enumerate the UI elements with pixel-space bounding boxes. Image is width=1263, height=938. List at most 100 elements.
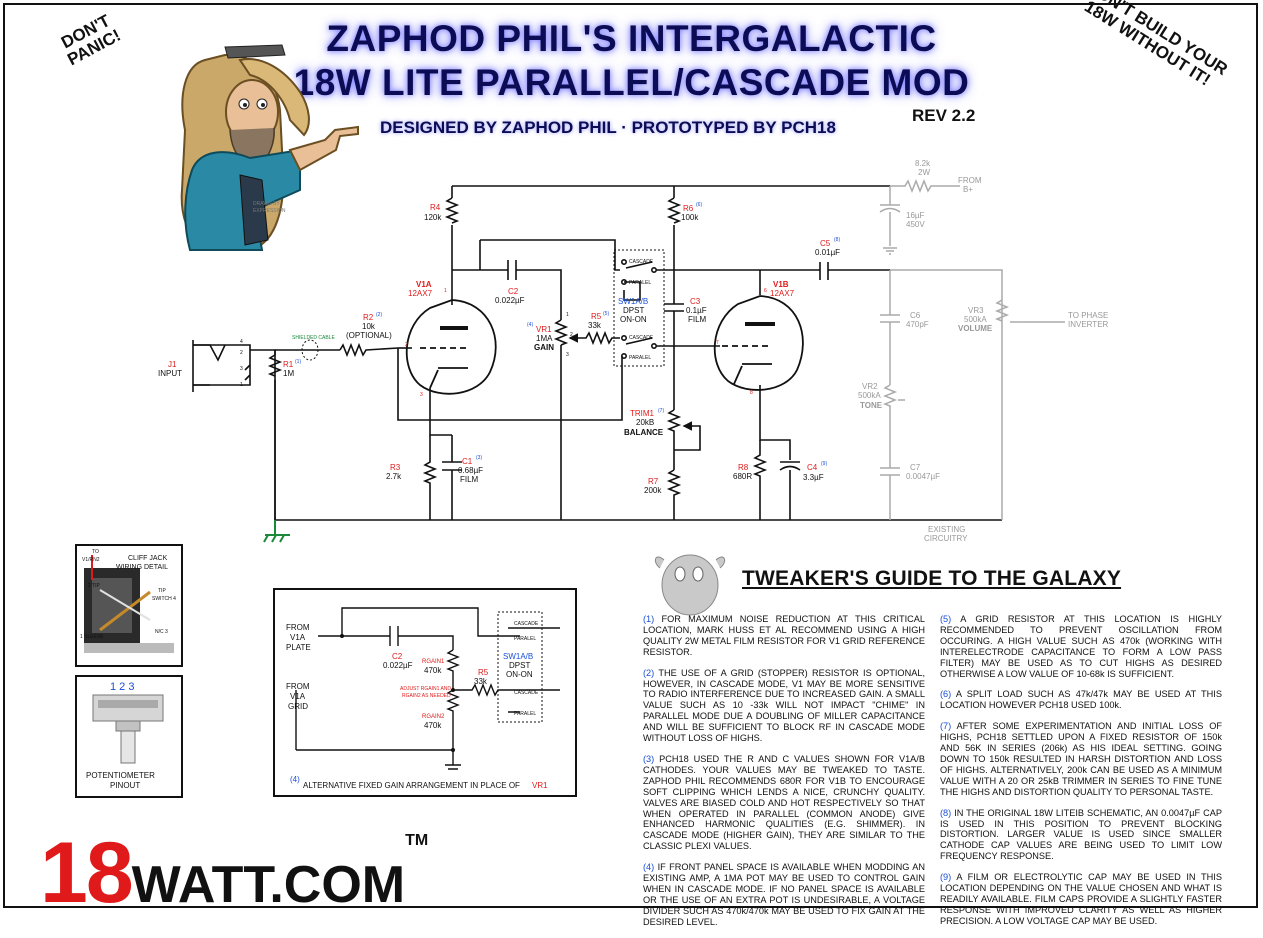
- alt-caption: ALTERNATIVE FIXED GAIN ARRANGEMENT IN PL…: [303, 781, 520, 790]
- c6-value: 470pF: [906, 320, 929, 329]
- guide-note: (9) A FILM OR ELECTROLYTIC CAP MAY BE US…: [940, 872, 1222, 927]
- r4-value: 120k: [424, 213, 442, 222]
- r1-note: (1): [295, 359, 301, 365]
- r1-ref: R1: [283, 360, 294, 369]
- r6-ref: R6: [683, 204, 694, 213]
- r5-value: 33k: [588, 321, 602, 330]
- vr1-name: GAIN: [534, 343, 554, 352]
- existing-circuitry-wiring: [879, 178, 1065, 520]
- ground-symbol: [263, 520, 290, 543]
- r2-ref: R2: [363, 313, 374, 322]
- guide-note-text: A SPLIT LOAD SUCH AS 47k/47k MAY BE USED…: [940, 689, 1222, 711]
- existing-line2: CIRCUITRY: [924, 534, 968, 543]
- cliffjack-title-1: CLIFF JACK: [128, 555, 168, 562]
- r5-note: (5): [603, 311, 609, 317]
- guide-note: (3) PCH18 USED THE R AND C VALUES SHOWN …: [643, 754, 925, 852]
- page-subtitle: DESIGNED BY ZAPHOD PHIL · PROTOTYPED BY …: [380, 118, 836, 137]
- guide-note-text: IN THE ORIGINAL 18W LITEIB SCHEMATIC, AN…: [940, 807, 1222, 862]
- schematic-canvas: DRAWN BY EXPRESSION: [75, 44, 1109, 798]
- brand-name: WATT.COM: [131, 856, 406, 914]
- guide-note-text: FOR MAXIMUM NOISE REDUCTION AT THIS CRIT…: [643, 614, 925, 657]
- j1-ref: J1: [168, 360, 177, 369]
- pot-pin-numbers: 1 2 3: [110, 681, 134, 693]
- alt-from-plate-1: FROM: [286, 623, 310, 632]
- alt-fixed-gain-box: FROM V1A PLATE FROM V1A GRID C2 0.022µF …: [273, 588, 577, 797]
- main-wiring: [193, 185, 1002, 521]
- r4-ref: R4: [430, 203, 441, 212]
- c1-ref: C1: [462, 457, 473, 466]
- phase-line2: INVERTER: [1068, 320, 1109, 329]
- alt-from-grid-2: V1A: [290, 692, 306, 701]
- sw-type: DPST: [623, 306, 644, 315]
- supply-r-value: 8.2k: [915, 159, 931, 168]
- v1a-ref: V1A: [416, 280, 432, 289]
- guide-note-text: IF FRONT PANEL SPACE IS AVAILABLE WHEN M…: [643, 862, 925, 927]
- guide-notes-right: (5) A GRID RESISTOR AT THIS LOCATION IS …: [940, 614, 1222, 937]
- alt-from-grid-3: GRID: [288, 702, 308, 711]
- guide-note-number: (4): [643, 862, 655, 873]
- cliffjack-tip-switch: TIP: [158, 588, 166, 594]
- r5-ref: R5: [591, 312, 602, 321]
- shield-label: SHIELDED CABLE: [292, 335, 335, 341]
- sw-pos-a1: CASCADE: [629, 259, 654, 265]
- c6-ref: C6: [910, 311, 921, 320]
- r8-ref: R8: [738, 463, 749, 472]
- alt-rgain2-ref: RGAIN2: [422, 714, 445, 720]
- sw-pos-b2: PARALEL: [629, 355, 651, 361]
- brand-logo: 18WATT.COM TM: [40, 824, 428, 923]
- r6-value: 100k: [681, 213, 699, 222]
- pin-8: 8: [750, 390, 753, 396]
- alt-from-plate-3: PLATE: [286, 643, 311, 652]
- j1-label: INPUT: [158, 369, 182, 378]
- pin-7: 7: [716, 340, 719, 346]
- artist-credit-1: DRAWN BY: [253, 201, 280, 207]
- brand-tm: TM: [405, 832, 429, 849]
- pin-2: 2: [405, 342, 408, 348]
- c2-ref: C2: [508, 287, 519, 296]
- valve-v1a: [405, 299, 497, 395]
- supply-cap-volt: 450V: [906, 220, 925, 229]
- c3-type: FILM: [688, 315, 707, 324]
- c3-value: 0.1µF: [686, 306, 707, 315]
- alt-rgain2-value: 470k: [424, 721, 442, 730]
- jack-pin-2: 2: [240, 350, 243, 356]
- c5-note: (8): [834, 237, 840, 243]
- c1-value: 0.68µF: [458, 466, 483, 475]
- alt-cascade-1: CASCADE: [514, 621, 539, 627]
- sw-pos-b1: PARALEL: [629, 280, 651, 286]
- guide-title: TWEAKER'S GUIDE TO THE GALAXY: [742, 567, 1122, 590]
- c7-ref: C7: [910, 463, 921, 472]
- input-jack-symbol: [192, 340, 226, 392]
- v1b-type: 12AX7: [770, 289, 795, 298]
- guide-note-number: (5): [940, 614, 952, 624]
- alt-caption-ref: VR1: [532, 781, 548, 790]
- vr1-pin-2: 2: [570, 332, 573, 338]
- pin-6: 6: [764, 288, 767, 294]
- guide-note-number: (9): [940, 872, 952, 883]
- cliffjack-v1rn2: V1/RN2: [82, 557, 100, 563]
- trim-name: BALANCE: [624, 428, 664, 437]
- brand-number: 18: [40, 825, 134, 921]
- pot-label-1: POTENTIOMETER: [86, 771, 155, 780]
- c4-value: 3.3µF: [803, 473, 824, 482]
- alt-c2-value: 0.022µF: [383, 661, 413, 670]
- c4-note: (9): [821, 461, 827, 467]
- trim-note: (7): [658, 408, 664, 414]
- r3-ref: R3: [390, 463, 401, 472]
- phase-line1: TO PHASE: [1068, 311, 1108, 320]
- jack-pin-3: 3: [240, 366, 243, 372]
- alt-paralel-1: PARALEL: [514, 636, 536, 642]
- guide-notes-left: (1) FOR MAXIMUM NOISE REDUCTION AT THIS …: [643, 614, 925, 938]
- r8-value: 680R: [733, 472, 752, 481]
- r7-ref: R7: [648, 477, 659, 486]
- guide-note-number: (6): [940, 689, 952, 700]
- cliffjack-switch4: SWITCH 4: [152, 596, 176, 602]
- supply-rail: B+: [963, 185, 973, 194]
- vr3-name: VOLUME: [958, 324, 993, 333]
- vr1-pin-3: 3: [566, 352, 569, 358]
- page-title-line2: 18W LITE PARALLEL/CASCADE MOD: [293, 62, 970, 103]
- alt-adjust-1: ADJUST RGAIN1 AND: [400, 686, 451, 692]
- sw-ref: SW1A/B: [618, 297, 648, 306]
- alt-r5-value: 33k: [474, 677, 488, 686]
- alt-paralel-2: PARALEL: [514, 711, 536, 717]
